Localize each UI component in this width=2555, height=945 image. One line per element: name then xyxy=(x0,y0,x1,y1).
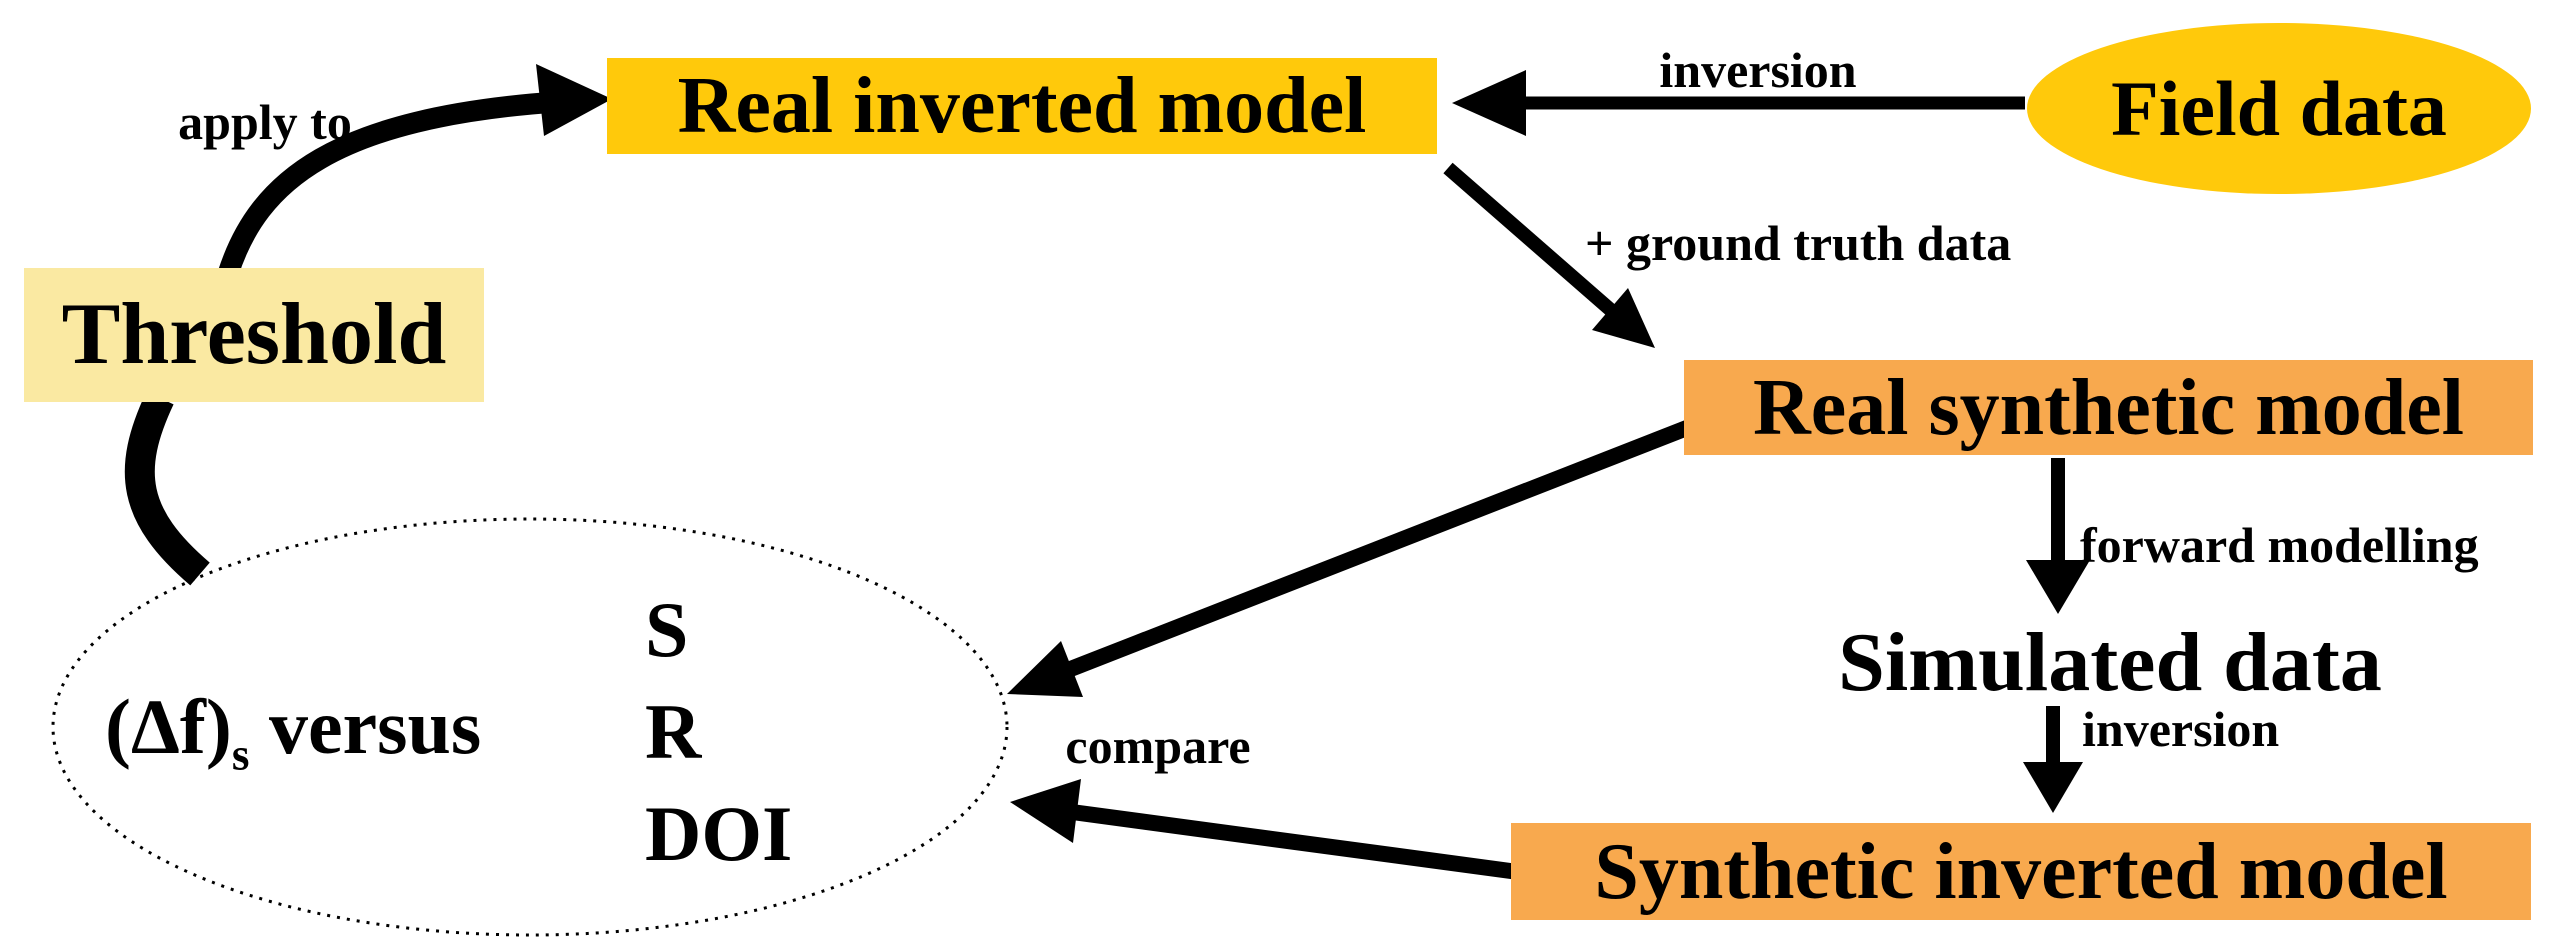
edge-label-compare: compare xyxy=(1065,718,1251,774)
edge-label-ground-truth-data: + ground truth data xyxy=(1585,215,2012,271)
comparison-formula: (Δf)s versus xyxy=(105,688,481,778)
metric-s: S xyxy=(645,586,689,673)
arrow-field-data-to-real-inverted xyxy=(1452,70,2025,136)
node-real-synthetic-model: Real synthetic model xyxy=(1684,360,2533,455)
link-threshold-to-comparison xyxy=(124,391,210,586)
comparison-ellipse-outline xyxy=(51,517,1009,937)
formula-subscript: s xyxy=(231,729,250,780)
edge-label-inversion-bottom: inversion xyxy=(2082,701,2280,757)
arrow-real-inverted-to-real-synthetic xyxy=(1443,162,1655,348)
formula-suffix: versus xyxy=(249,683,482,771)
metric-doi: DOI xyxy=(645,790,793,877)
node-threshold: Threshold xyxy=(24,268,484,402)
formula-prefix: (Δf) xyxy=(105,683,232,771)
arrow-threshold-to-real-inverted xyxy=(217,64,612,278)
metric-r: R xyxy=(645,688,702,775)
arrow-synthetic-inverted-to-comparison xyxy=(1010,779,1520,880)
edge-label-apply-to: apply to xyxy=(178,94,352,150)
node-field-data: Field data xyxy=(2027,23,2531,194)
node-real-inverted-model: Real inverted model xyxy=(607,58,1437,154)
arrow-simulated-to-synthetic-inverted xyxy=(2023,706,2083,813)
edge-label-inversion-top: inversion xyxy=(1659,42,1857,98)
arrow-real-synthetic-to-simulated xyxy=(2026,458,2090,614)
arrow-real-synthetic-to-comparison xyxy=(1007,416,1700,697)
edge-label-forward-modelling: forward modelling xyxy=(2080,517,2479,573)
node-synthetic-inverted-model: Synthetic inverted model xyxy=(1511,823,2531,920)
node-simulated-data: Simulated data xyxy=(1838,616,2382,709)
